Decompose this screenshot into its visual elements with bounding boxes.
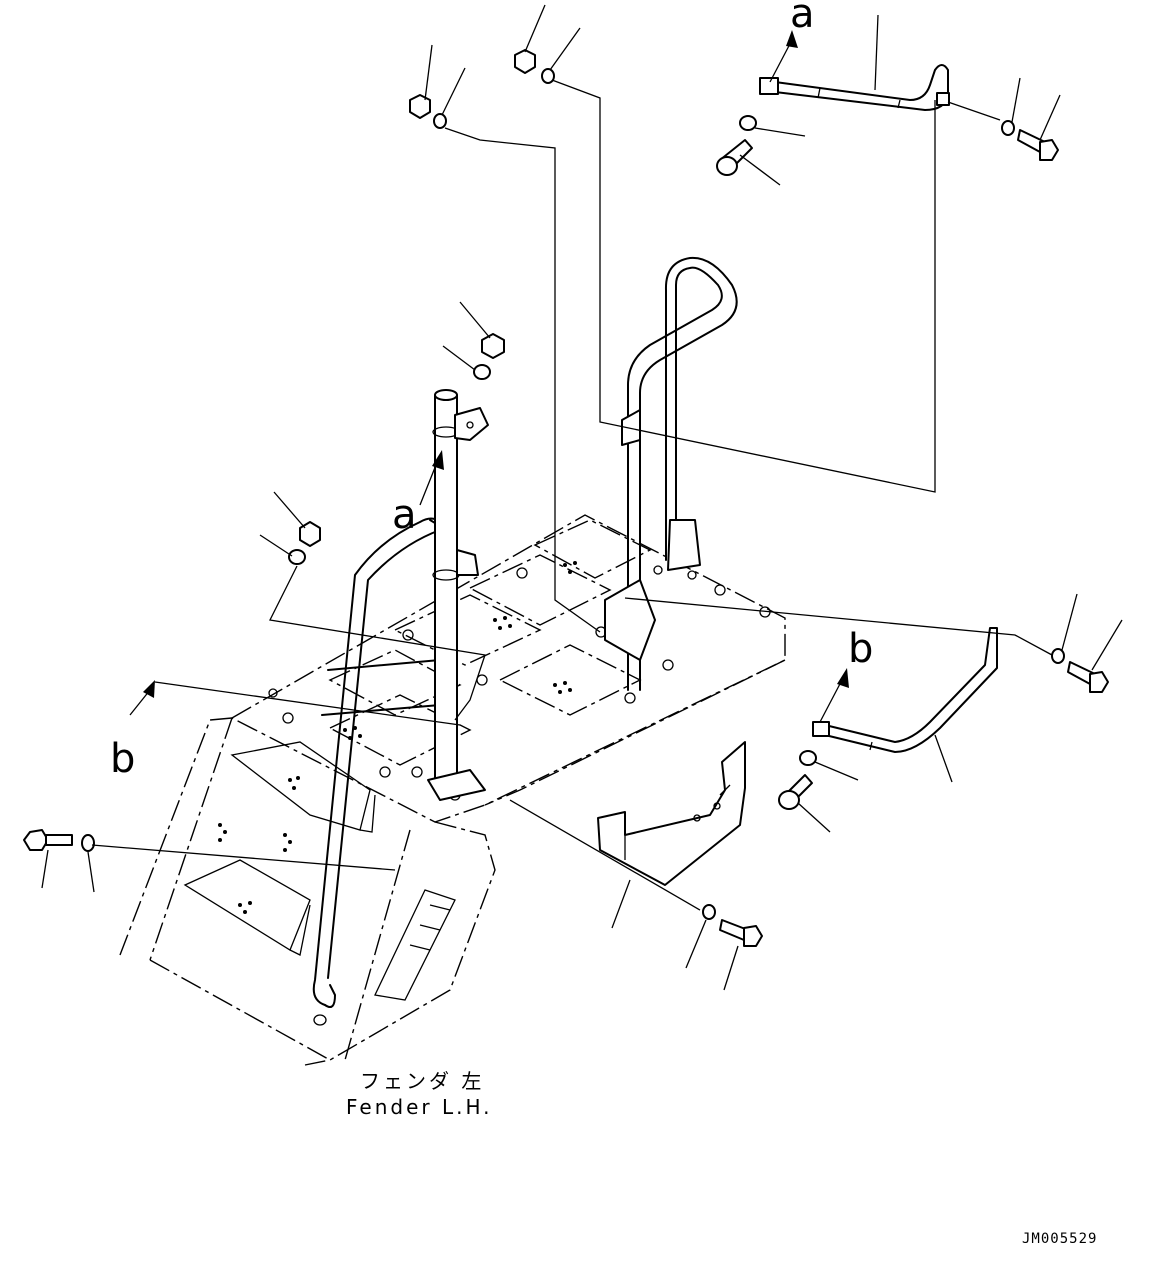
handle-upper	[759, 64, 950, 111]
handrail-rh	[604, 256, 738, 704]
drawing-code: JM005529	[1022, 1231, 1097, 1247]
ref-label-b-left: b	[110, 736, 135, 782]
handle-lower	[812, 627, 998, 753]
fasteners	[23, 49, 1109, 947]
arrow-a-mid	[432, 450, 444, 470]
step-bracket	[597, 741, 746, 886]
leader-lines	[41, 4, 1123, 991]
arrow-b-right	[837, 668, 849, 688]
ref-label-b-right: b	[848, 626, 873, 672]
reference-arrows	[129, 30, 849, 723]
handrail-lh	[312, 517, 441, 1026]
ref-label-a-top: a	[790, 0, 815, 37]
arrow-b-left	[143, 680, 155, 698]
ref-label-a-mid: a	[392, 492, 417, 538]
arrow-a-top	[786, 30, 798, 48]
caption-japanese: フェンダ 左	[360, 1069, 484, 1093]
caption-english: Fender L.H.	[346, 1095, 493, 1119]
fender-body	[119, 514, 786, 1066]
center-post	[427, 389, 489, 801]
